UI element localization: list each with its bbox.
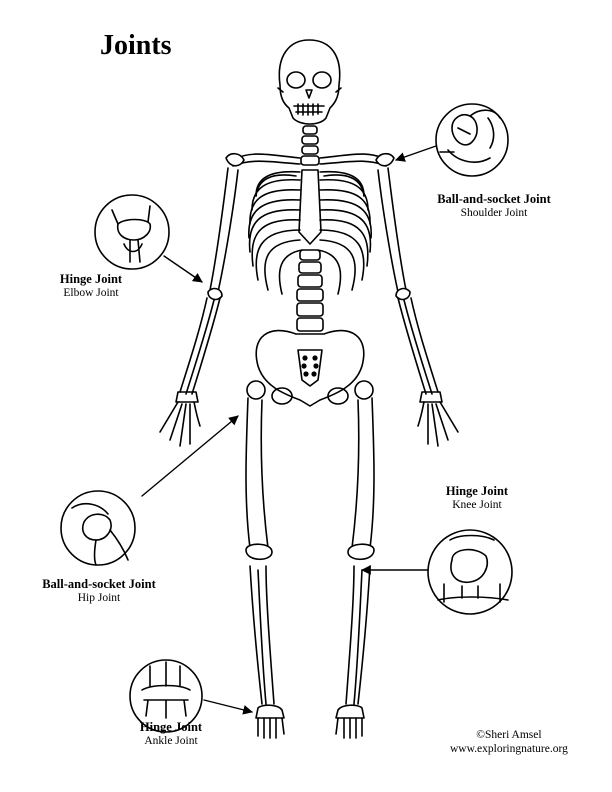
spine <box>297 126 323 331</box>
hip-joint-type: Ball-and-socket Joint <box>42 577 156 591</box>
pelvis <box>247 331 373 406</box>
shoulder-joint-callout <box>436 104 508 176</box>
shoulder-joint-name: Shoulder Joint <box>460 207 528 219</box>
knee-joint-name: Knee Joint <box>452 499 502 511</box>
left-leg <box>246 398 284 738</box>
ankle-joint-type: Hinge Joint <box>139 720 203 734</box>
elbow-joint-label: Hinge Joint Elbow Joint <box>36 272 146 299</box>
right-arm <box>378 168 458 446</box>
website-text: www.exploringnature.org <box>450 743 568 755</box>
right-leg <box>336 398 374 738</box>
elbow-joint-name: Elbow Joint <box>63 287 119 299</box>
page-title: Joints <box>100 30 172 61</box>
rib-cage <box>249 170 371 294</box>
hip-joint-callout <box>61 491 135 565</box>
hip-joint-name: Hip Joint <box>77 592 121 604</box>
hip-joint-label: Ball-and-socket Joint Hip Joint <box>24 577 174 604</box>
pointer-arrows <box>142 146 436 715</box>
left-arm <box>160 168 238 446</box>
shoulder-joint-type: Ball-and-socket Joint <box>437 192 551 206</box>
hip-arrow <box>142 416 239 496</box>
ankle-joint-callout <box>130 660 202 732</box>
skull <box>278 40 341 124</box>
ankle-arrow <box>204 700 253 715</box>
shoulder-arrow <box>395 146 436 162</box>
ankle-joint-name: Ankle Joint <box>144 735 198 747</box>
knee-joint-type: Hinge Joint <box>445 484 509 498</box>
elbow-arrow <box>164 256 203 282</box>
knee-joint-callout <box>428 530 512 614</box>
elbow-joint-callout <box>95 195 169 269</box>
shoulder-girdle <box>226 154 394 166</box>
ankle-joint-label: Hinge Joint Ankle Joint <box>116 720 226 747</box>
knee-joint-label: Hinge Joint Knee Joint <box>422 484 532 511</box>
shoulder-joint-label: Ball-and-socket Joint Shoulder Joint <box>414 192 574 219</box>
copyright-text: ©Sheri Amsel <box>476 729 542 741</box>
credit: ©Sheri Amsel www.exploringnature.org <box>450 728 568 756</box>
elbow-joint-type: Hinge Joint <box>59 272 123 286</box>
